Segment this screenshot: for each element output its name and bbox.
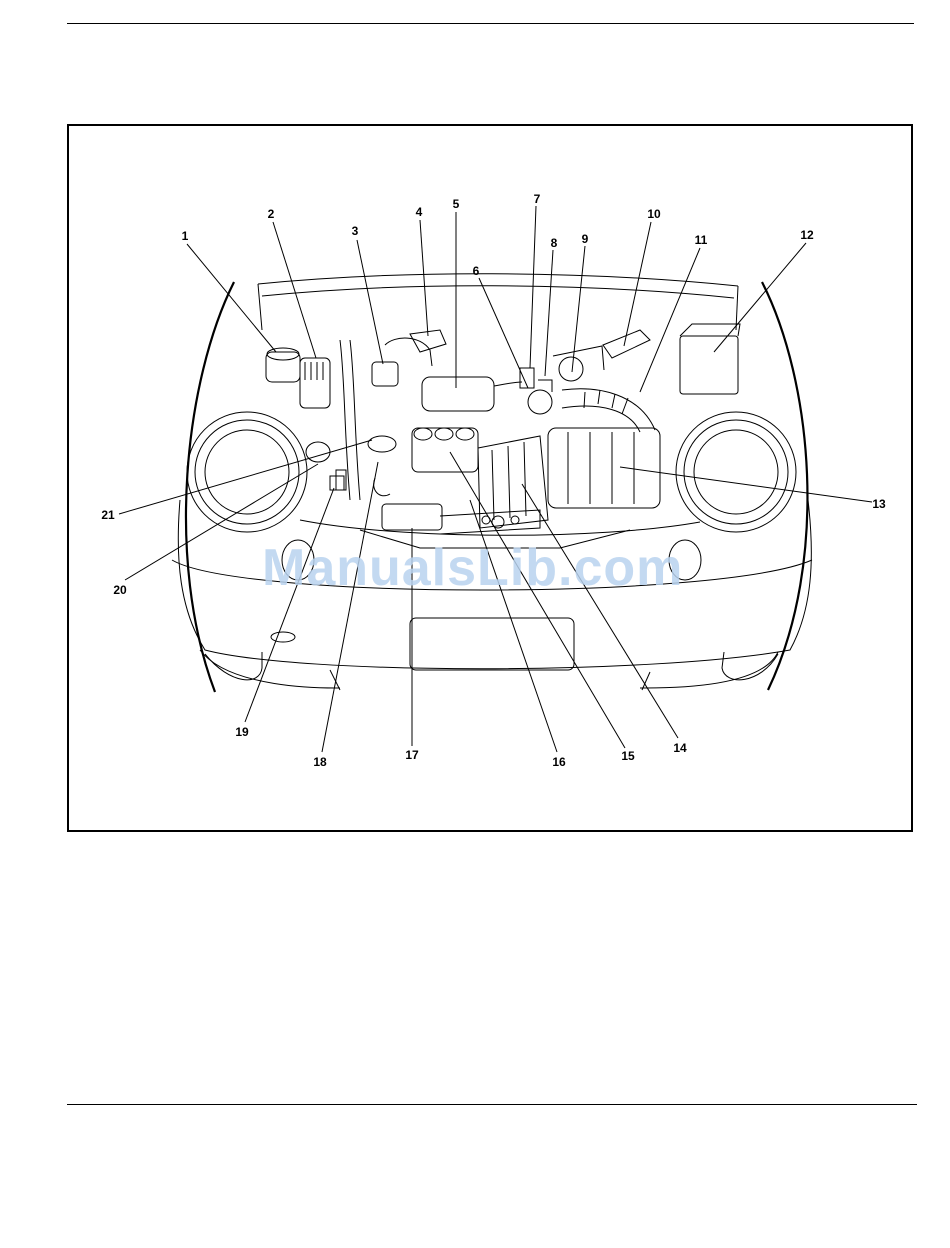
callout-8: 8: [551, 236, 558, 250]
callout-18: 18: [313, 755, 327, 769]
callout-15: 15: [621, 749, 635, 763]
callout-19: 19: [235, 725, 249, 739]
callout-7: 7: [534, 192, 541, 206]
callout-1: 1: [182, 229, 189, 243]
callout-20: 20: [113, 583, 127, 597]
vehicle-front-illustration: [172, 274, 812, 692]
callout-11: 11: [695, 233, 708, 247]
callout-21: 21: [101, 508, 115, 522]
callout-4: 4: [416, 205, 423, 219]
callout-2: 2: [268, 207, 275, 221]
callout-5: 5: [453, 197, 460, 211]
callout-10: 10: [647, 207, 661, 221]
callout-12: 12: [800, 228, 814, 242]
callout-14: 14: [673, 741, 687, 755]
callout-6: 6: [473, 264, 480, 278]
callout-13: 13: [872, 497, 886, 511]
watermark: ManualsLib.com: [262, 538, 683, 598]
callout-3: 3: [352, 224, 359, 238]
callout-17: 17: [405, 748, 419, 762]
callout-9: 9: [582, 232, 589, 246]
callout-labels: 1 2 3 4 5 6 7 8 9 10 11 12 13 14 15 16 1…: [101, 192, 886, 769]
callout-16: 16: [552, 755, 566, 769]
